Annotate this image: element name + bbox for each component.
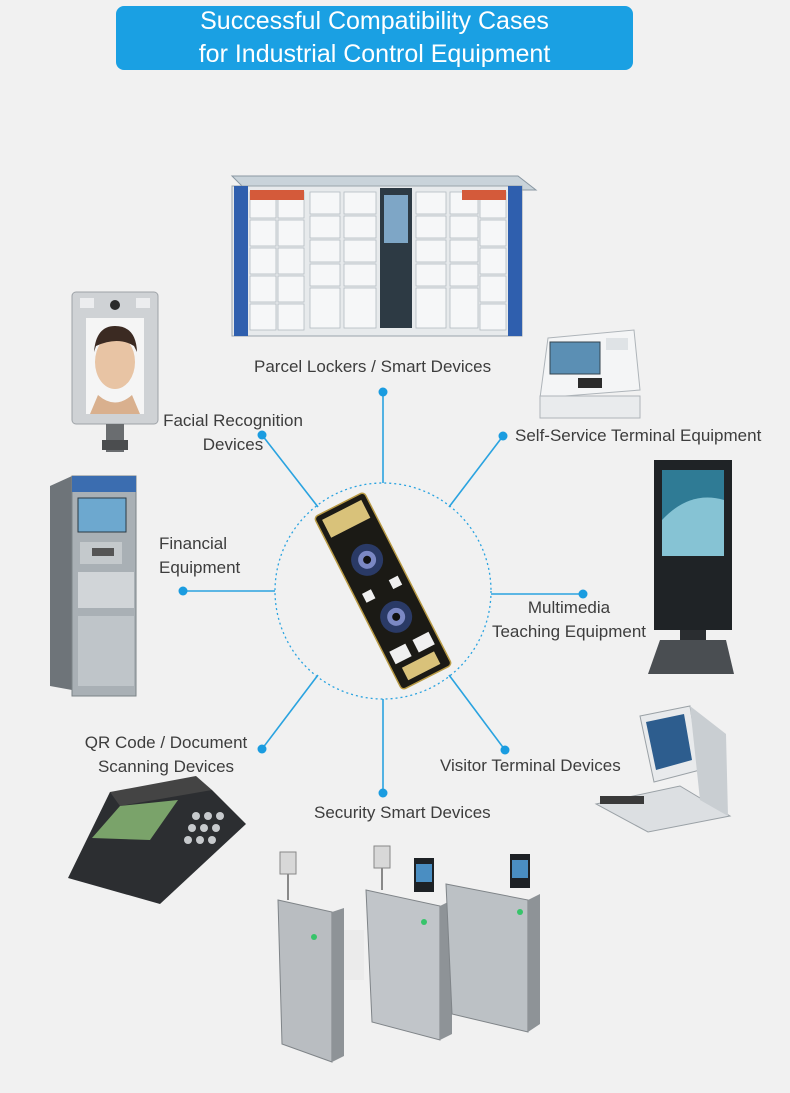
atm-icon bbox=[50, 475, 137, 697]
label-qr-line-2: Scanning Devices bbox=[97, 757, 235, 776]
label-facial-recognition: Facial Recognition Devices bbox=[158, 409, 308, 457]
connector-visitor bbox=[448, 674, 506, 751]
self-service-terminal-icon bbox=[539, 329, 641, 419]
label-facial-line-1: Facial Recognition bbox=[163, 411, 303, 430]
facial-recognition-icon bbox=[71, 291, 159, 452]
title-banner: Successful Compatibility Cases for Indus… bbox=[116, 6, 633, 70]
label-qr-code: QR Code / Document Scanning Devices bbox=[73, 731, 259, 779]
label-security: Security Smart Devices bbox=[314, 803, 491, 822]
connector-dot-financial bbox=[178, 586, 188, 596]
label-qr-line-1: QR Code / Document bbox=[84, 733, 248, 752]
label-financial-line-1: Financial bbox=[159, 534, 228, 553]
label-financial-line-2: Equipment bbox=[159, 558, 241, 577]
connector-dot-facial bbox=[257, 430, 267, 440]
connector-dot-qr bbox=[257, 744, 267, 754]
label-multimedia-line-1: Multimedia bbox=[527, 598, 611, 617]
parcel-locker-icon bbox=[230, 175, 538, 337]
security-turnstile-icon bbox=[277, 845, 540, 1063]
connector-facial bbox=[261, 434, 319, 508]
label-financial: Financial Equipment bbox=[159, 532, 240, 580]
connector-dot-multimedia bbox=[578, 589, 588, 599]
label-facial-line-2: Devices bbox=[202, 435, 264, 454]
center-circle bbox=[274, 482, 492, 700]
camera-module-icon bbox=[314, 492, 452, 690]
connector-dot-visitor bbox=[500, 745, 510, 755]
label-multimedia-line-2: Teaching Equipment bbox=[491, 622, 647, 641]
connector-dot-security bbox=[378, 788, 388, 798]
connector-self-service bbox=[448, 435, 504, 508]
label-visitor-terminal: Visitor Terminal Devices bbox=[440, 756, 621, 775]
label-multimedia: Multimedia Teaching Equipment bbox=[484, 596, 654, 644]
qr-scanner-icon bbox=[68, 776, 246, 904]
connector-dot-self-service bbox=[498, 431, 508, 441]
multimedia-kiosk-icon bbox=[648, 460, 734, 674]
visitor-terminal-icon bbox=[594, 705, 732, 833]
label-self-service: Self-Service Terminal Equipment bbox=[515, 426, 762, 445]
title-line-2: for Industrial Control Equipment bbox=[198, 40, 551, 68]
connector-dot-parcel bbox=[378, 387, 388, 397]
connector-qr bbox=[261, 674, 319, 750]
label-parcel-lockers: Parcel Lockers / Smart Devices bbox=[254, 357, 492, 376]
title-line-1: Successful Compatibility Cases bbox=[200, 7, 549, 35]
